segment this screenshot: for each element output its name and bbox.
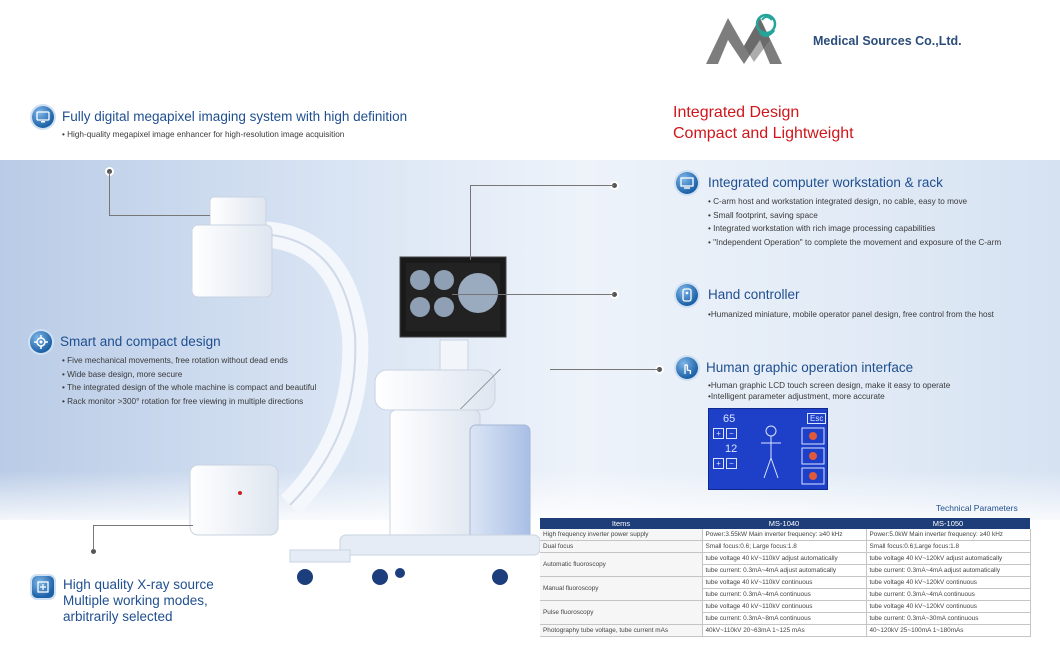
bullet: • Small footprint, saving space: [708, 210, 818, 220]
cell: 40~120kV 25~100mA 1~180mAs: [866, 624, 1031, 637]
table-row: Photography tube voltage, tube current m…: [540, 624, 1031, 637]
panel-plus-icon: +: [713, 428, 724, 439]
feature-design-bullets: • Five mechanical movements, free rotati…: [62, 354, 316, 408]
row-label: Automatic fluoroscopy: [540, 552, 703, 577]
cell: tube voltage 40 kV~120kV adjust automati…: [866, 552, 1031, 565]
header-ms1050: MS-1050: [866, 518, 1030, 529]
callout-dot: [612, 292, 617, 297]
feature-xray-line1: High quality X-ray source: [63, 577, 214, 592]
row-label: Photography tube voltage, tube current m…: [540, 624, 703, 637]
callout-dot: [657, 367, 662, 372]
feature-controller-title: Hand controller: [708, 287, 800, 302]
feature-interface-title: Human graphic operation interface: [706, 360, 914, 375]
feature-imaging-bullets: • High-quality megapixel image enhancer …: [62, 128, 344, 142]
bullet: • High-quality megapixel image enhancer …: [62, 130, 345, 139]
hand-controller-icon: [676, 284, 698, 306]
row-label: Dual focus: [540, 540, 703, 553]
callout-dot: [91, 549, 96, 554]
bullet: •Humanized miniature, mobile operator pa…: [708, 310, 994, 319]
row-label: High frequency inverter power supply: [540, 529, 703, 541]
cell: tube current: 0.3mA~4mA continuous: [702, 588, 867, 601]
cell: Small focus:0.6; Large focus:1.8: [702, 540, 867, 553]
tagline-line2: Compact and Lightweight: [673, 125, 854, 142]
cell: tube current: 0.3mA~8mA continuous: [702, 612, 867, 625]
panel-minus-icon: −: [726, 428, 737, 439]
cell: Power:3.55kW Main inverter frequency: ≥4…: [702, 529, 867, 541]
feature-controller-bullets: •Humanized miniature, mobile operator pa…: [708, 308, 994, 322]
bullet: •Intelligent parameter adjustment, more …: [708, 392, 885, 401]
table-row: High frequency inverter power supply Pow…: [540, 529, 1031, 541]
company-logo: [706, 13, 782, 64]
table-row: Automatic fluoroscopy tube voltage 40 kV…: [540, 552, 1031, 577]
cell: tube current: 0.3mA~30mA continuous: [866, 612, 1031, 625]
feature-xray-line3: arbitrarily selected: [63, 609, 173, 624]
body-figure-icon: [761, 425, 781, 479]
params-title: Technical Parameters: [936, 503, 1018, 513]
workstation-icon: [676, 172, 698, 194]
feature-design-title: Smart and compact design: [60, 334, 221, 349]
gear-icon: [30, 331, 52, 353]
cell: 40kV~110kV 20~63mA 1~125 mAs: [702, 624, 867, 637]
c-arm-machine-illustration: [189, 196, 541, 585]
cell: tube voltage 40 kV~120kV continuous: [866, 576, 1031, 589]
tagline-line1: Integrated Design: [673, 104, 800, 121]
table-row: Dual focus Small focus:0.6; Large focus:…: [540, 540, 1031, 553]
panel-esc-button: Esc: [807, 413, 827, 424]
tagline: Integrated Design Compact and Lightweigh…: [673, 102, 854, 144]
callout-line: [470, 185, 614, 186]
callout-line: [93, 525, 193, 526]
cell: Small focus:0.6;Large focus:1.8: [866, 540, 1031, 553]
table-row: Pulse fluoroscopy tube voltage 40 kV~110…: [540, 600, 1031, 625]
position-icons: [801, 427, 825, 485]
callout-dot: [612, 183, 617, 188]
company-name: Medical Sources Co.,Ltd.: [813, 34, 962, 48]
panel-value-mid: 12: [725, 443, 738, 455]
feature-xray-line2: Multiple working modes,: [63, 593, 208, 608]
feature-interface-bullets: •Human graphic LCD touch screen design, …: [708, 380, 950, 402]
cell: Power:5.0kW Main inverter frequency: ≥40…: [866, 529, 1031, 541]
cell: tube current: 0.3mA~4mA adjust automatic…: [866, 564, 1031, 577]
bullet: • Five mechanical movements, free rotati…: [62, 356, 288, 365]
touch-panel-image: 65 Esc + − 12 + −: [708, 408, 828, 490]
table-header-row: Items MS-1040 MS-1050: [540, 518, 1030, 529]
header-ms1040: MS-1040: [702, 518, 866, 529]
bullet: • Rack monitor >300° rotation for free v…: [62, 396, 304, 406]
touch-interface-icon: [676, 357, 698, 379]
bullet: • Integrated workstation with rich image…: [708, 224, 936, 234]
callout-line: [470, 185, 471, 260]
bullet: • "Independent Operation" to complete th…: [708, 237, 1002, 247]
bullet: • Wide base design, more secure: [62, 369, 183, 379]
cell: tube voltage 40 kV~110kV continuous: [702, 576, 867, 589]
monitor-icon: [32, 106, 54, 128]
table-row: Manual fluoroscopy tube voltage 40 kV~11…: [540, 576, 1031, 601]
callout-line: [109, 215, 210, 216]
table-row: tube current: 0.3mA~4mA adjust automatic…: [540, 564, 1031, 577]
header-items: Items: [540, 518, 702, 529]
bullet: • The integrated design of the whole mac…: [62, 383, 317, 393]
feature-workstation-title: Integrated computer workstation & rack: [708, 175, 943, 190]
cell: tube voltage 40 kV~120kV continuous: [866, 600, 1031, 613]
callout-line: [550, 369, 659, 370]
row-label: Manual fluoroscopy: [540, 576, 703, 601]
cell: tube voltage 40 kV~110kV continuous: [702, 600, 867, 613]
bullet: • C-arm host and workstation integrated …: [708, 197, 968, 206]
feature-xray-title: High quality X-ray source Multiple worki…: [63, 577, 214, 625]
table-row: tube current: 0.3mA~4mA continuous tube …: [540, 588, 1031, 601]
row-label: Pulse fluoroscopy: [540, 600, 703, 625]
feature-workstation-bullets: • C-arm host and workstation integrated …: [708, 195, 1001, 249]
xray-source-icon: [32, 576, 54, 598]
callout-line: [93, 525, 94, 550]
callout-line: [452, 294, 614, 295]
table-row: tube current: 0.3mA~8mA continuous tube …: [540, 612, 1031, 625]
panel-value-top: 65: [723, 413, 736, 425]
params-table: Items MS-1040 MS-1050 High frequency inv…: [540, 518, 1031, 637]
bullet: •Human graphic LCD touch screen design, …: [708, 381, 951, 390]
cell: tube voltage 40 kV~110kV adjust automati…: [702, 552, 867, 565]
panel-plus-icon: +: [713, 458, 724, 469]
cell: tube current: 0.3mA~4mA adjust automatic…: [702, 564, 867, 577]
panel-minus-icon: −: [726, 458, 737, 469]
callout-line: [109, 171, 110, 215]
feature-imaging-title: Fully digital megapixel imaging system w…: [62, 109, 408, 124]
cell: tube current: 0.3mA~4mA continuous: [866, 588, 1031, 601]
